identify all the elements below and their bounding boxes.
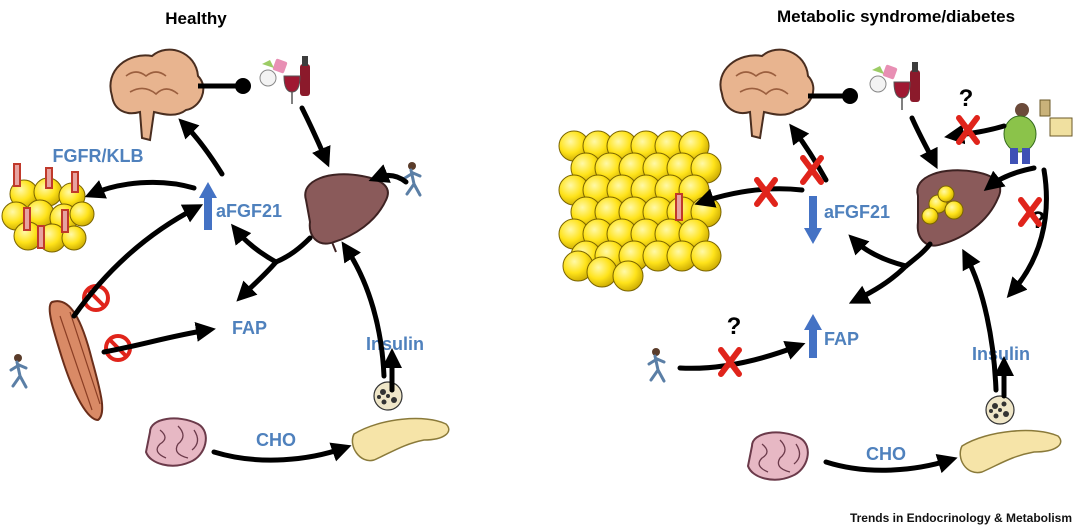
label-fap-healthy: FAP [232,318,267,338]
runner-icon [647,346,666,383]
label-insulin-disease: Insulin [972,344,1030,364]
intestine-icon [144,417,207,467]
panel-title-healthy: Healthy [165,9,227,28]
runner-icon [9,352,28,389]
muscle-icon [48,300,104,422]
fat-cell [586,256,618,288]
label-receptor: FGFR/KLB [53,146,144,166]
journal-credit: Trends in Endocrinology & Metabolism [850,511,1072,525]
label-hormone-disease: aFGF21 [824,202,890,222]
brain-icon [719,48,815,140]
label-insulin-healthy: Insulin [366,334,424,354]
label-cho-disease: CHO [866,444,906,464]
liver-icon [304,173,389,253]
beta-cell-icon [985,395,1015,425]
brain-icon [109,48,205,142]
pancreas-icon [959,429,1062,474]
adipose-icon [558,130,722,292]
hormone-down-arrow [804,196,822,244]
label-hormone-healthy: aFGF21 [216,201,282,221]
obese-person-icon [1003,99,1073,164]
question-mark: ? [959,85,974,112]
blocked-x-icon [959,118,977,142]
liver-icon [916,169,1002,247]
label-fap-disease: FAP [824,329,859,349]
pancreas-icon [351,417,450,462]
inhibition-connector [808,88,858,104]
inhibition-connector [198,78,251,94]
pathway-arrows-healthy [71,105,409,463]
panel-title-disease: Metabolic syndrome/diabetes [777,7,1015,26]
adipose-icon [1,163,95,253]
beta-cell-icon [373,381,403,411]
runner-icon [403,160,422,197]
label-cho-healthy: CHO [256,430,296,450]
fap-up-arrow [804,314,822,358]
pathway-arrows-disease [677,115,1049,474]
fat-cell [612,260,644,292]
food-alcohol-icon [259,55,311,105]
fat-cell [690,240,722,272]
intestine-icon [746,431,809,481]
question-mark: ? [727,313,742,340]
hormone-up-arrow [199,182,217,230]
food-alcohol-icon [869,61,921,111]
